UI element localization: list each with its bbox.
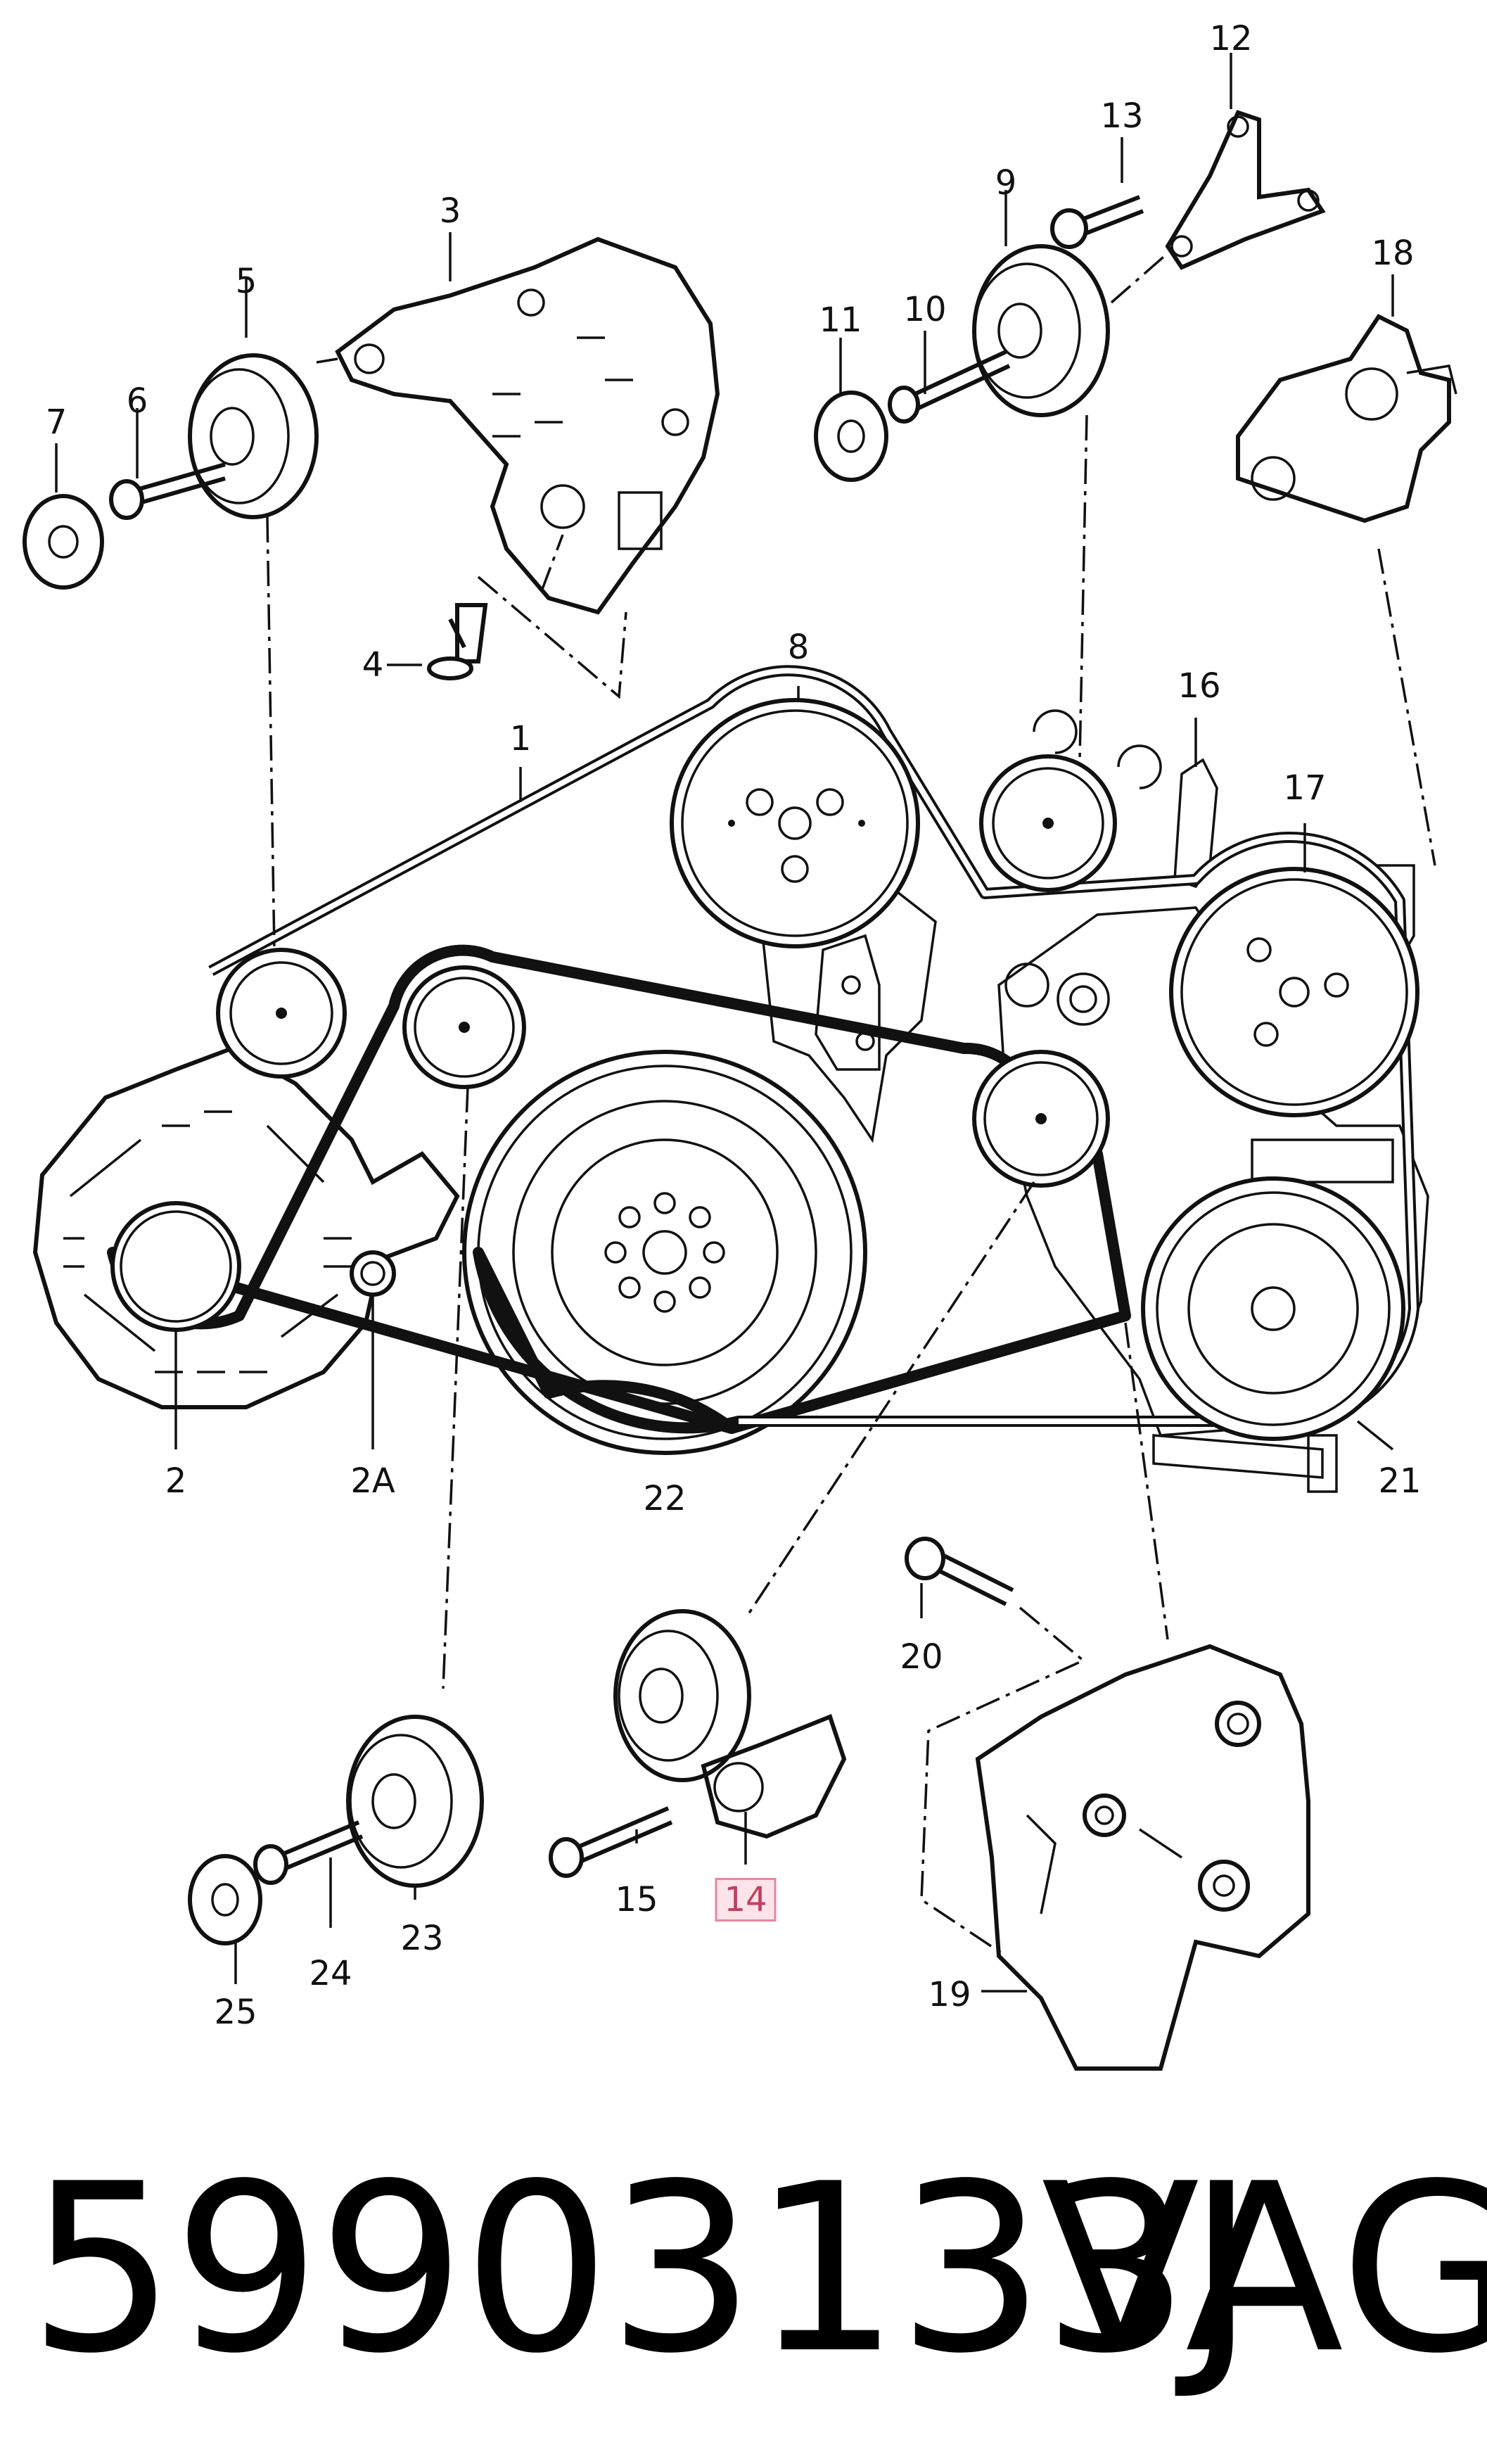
idler-pulley-upper-left [216,948,347,1079]
label-5: 5 [235,262,257,301]
idler-pulley-middle [402,965,526,1089]
label-2a: 2A [350,1461,395,1501]
cap-11 [814,390,888,482]
label-22: 22 [643,1479,687,1518]
label-10: 10 [903,290,947,329]
bolt-4 [427,603,488,680]
belt-drive-diagram [23,53,1457,2071]
label-20: 20 [900,1637,943,1677]
label-17: 17 [1283,768,1327,808]
label-24: 24 [309,1954,352,1993]
bracket-3 [335,236,720,615]
bolt-24 [253,1820,364,1885]
label-18: 18 [1371,234,1415,273]
brand-name: VAG [1041,2134,1487,2404]
tensioner-assembly [613,1609,847,1839]
tensioner-pulley-installed [972,1050,1110,1188]
idler-pulley-23 [346,1715,484,1888]
alternator [32,1046,460,1409]
power-steering-pump [1236,314,1457,523]
water-pump-pulley [670,698,920,948]
label-leaders [55,53,1394,1993]
label-4: 4 [362,645,384,685]
bolt-20 [905,1537,1014,1606]
bolt-15 [549,1806,673,1878]
power-steering-pulley [1169,867,1419,1117]
label-7: 7 [45,402,68,442]
label-25: 25 [214,1993,257,2032]
bracket-12 [1165,110,1326,270]
part-number: 59903133J [28,2134,1256,2404]
idler-pulley-top [979,754,1117,892]
cap-7 [23,494,104,590]
label-13: 13 [1100,96,1144,136]
label-9: 9 [995,163,1017,203]
ac-compressor-pulley [1141,1176,1405,1441]
idler-pulley-5 [188,353,319,519]
label-14-highlighted: 14 [715,1878,777,1922]
bolt-6 [109,462,226,520]
label-16: 16 [1178,666,1221,706]
label-21: 21 [1378,1461,1422,1501]
label-15: 15 [615,1880,658,1919]
alternator-pulley [110,1201,241,1332]
label-19: 19 [928,1975,971,2014]
bracket-19 [975,1644,1310,2071]
label-1: 1 [509,719,532,758]
assembly-leaders [266,252,1436,1957]
bolt-13 [1050,195,1144,249]
label-23: 23 [400,1919,444,1958]
label-6: 6 [126,381,148,421]
label-8: 8 [787,628,810,667]
cap-25 [188,1854,262,1945]
label-11: 11 [819,300,862,340]
idler-pulley-9 [972,244,1110,417]
label-12: 12 [1209,19,1253,58]
label-2: 2 [165,1461,187,1501]
label-3: 3 [439,191,461,231]
